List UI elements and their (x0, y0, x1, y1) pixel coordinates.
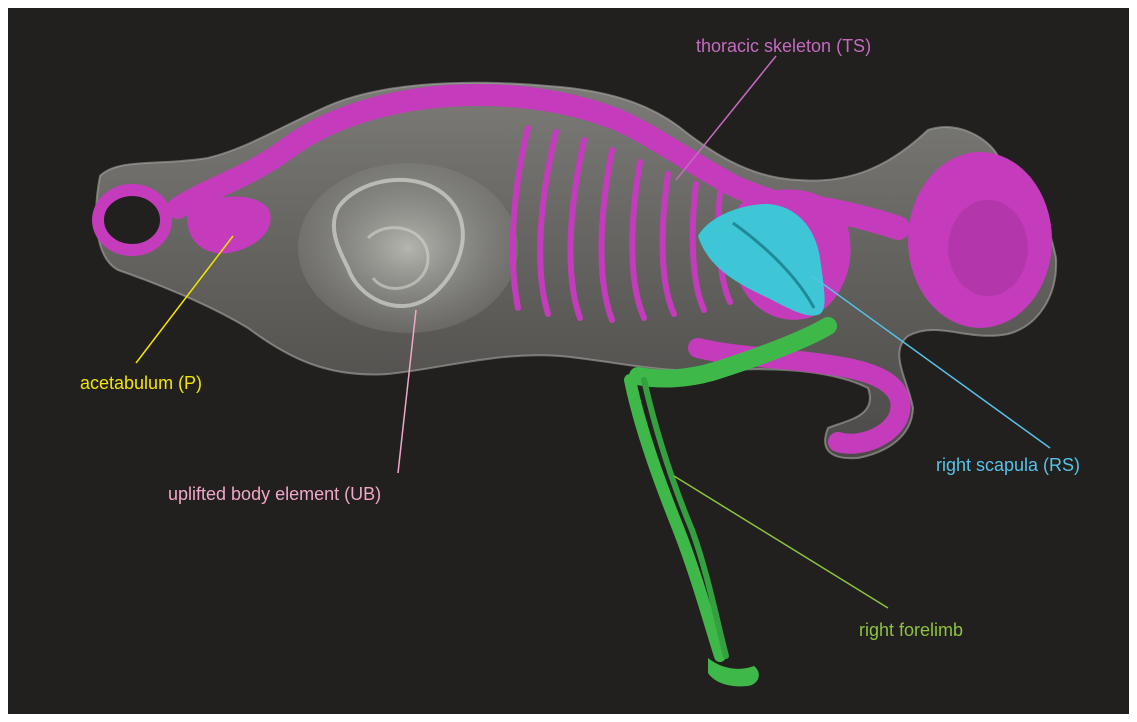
skull-detail (948, 200, 1028, 296)
label-right-scapula: right scapula (RS) (936, 455, 1080, 475)
label-right-forelimb: right forelimb (859, 620, 963, 640)
right-forelimb-lower-2 (644, 380, 726, 656)
right-forelimb-lower (630, 380, 720, 656)
label-acetabulum: acetabulum (P) (80, 373, 202, 393)
tail-loop (98, 190, 166, 250)
label-thoracic-skeleton: thoracic skeleton (TS) (696, 36, 871, 56)
right-forepaw (708, 658, 759, 686)
leader-forelimb (674, 476, 888, 608)
label-uplifted-body-element: uplifted body element (UB) (168, 484, 381, 504)
ct-scan-3d-render (8, 8, 1129, 714)
specimen-render-panel: thoracic skeleton (TS) acetabulum (P) up… (8, 8, 1129, 714)
body-soft-tissue (96, 83, 1056, 458)
